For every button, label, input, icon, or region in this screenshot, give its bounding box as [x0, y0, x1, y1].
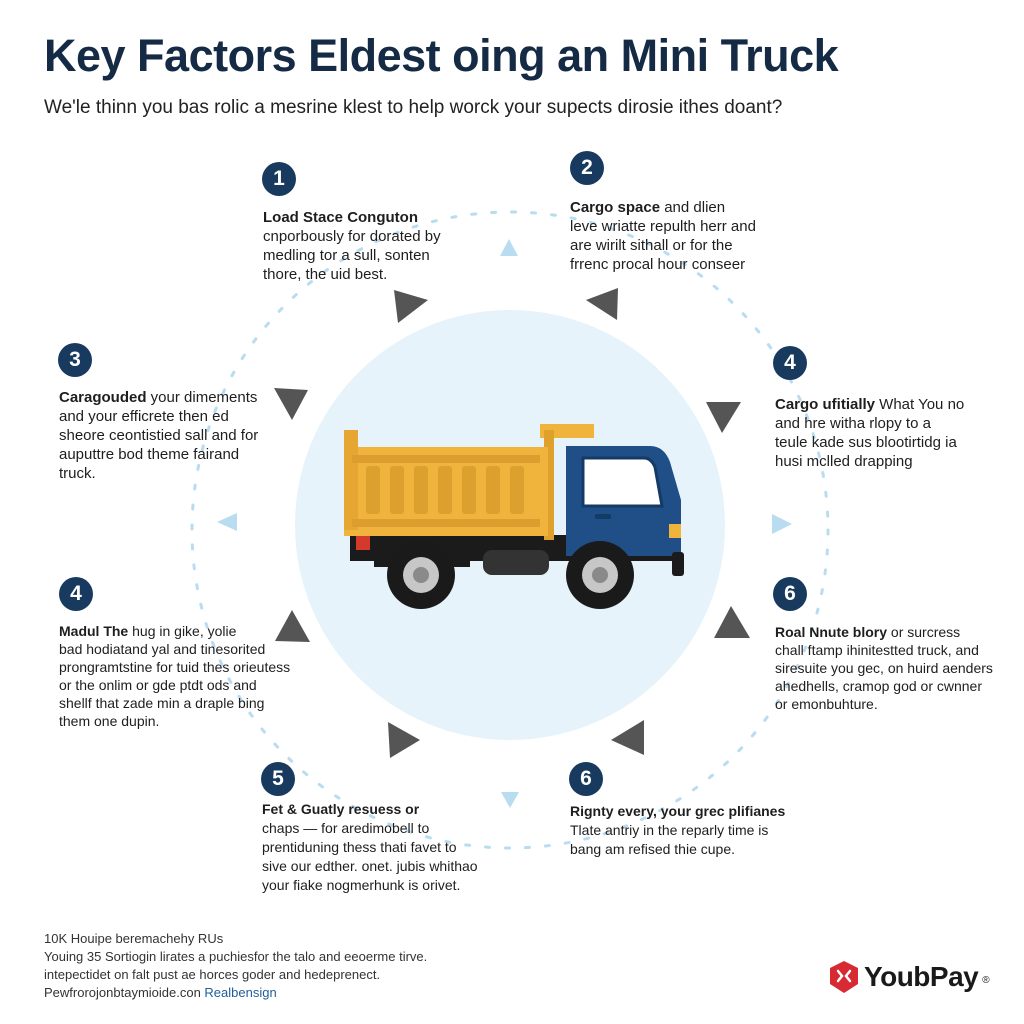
factor-text-5: Madul The hug in gike, yolie bad hodiata…	[59, 623, 291, 729]
arrow-dark-left-upper	[274, 388, 308, 420]
arrow-light-left	[217, 513, 237, 531]
factor-heading: Cargo ufitially	[775, 396, 876, 413]
factor-number-badge: 1	[262, 162, 296, 196]
factor-number-badge: 6	[569, 762, 603, 796]
page-title: Key Factors Eldest oing an Mini Truck	[44, 30, 839, 81]
factor-text-1: Load Stace Conguton cnporbously for dora…	[263, 209, 441, 283]
factor-heading: Madul The	[59, 623, 129, 639]
orbit-ring	[190, 210, 830, 850]
arrow-dark-bottom-right	[611, 720, 644, 755]
factor-number-badge: 6	[773, 577, 807, 611]
factor-text-4: Cargo ufitially What You no and hre with…	[775, 396, 965, 470]
factor-text-2: Cargo space and dlien leve wriatte repul…	[570, 199, 756, 273]
arrow-dark-right-upper	[706, 402, 741, 433]
factor-number-badge: 3	[58, 343, 92, 377]
footer-link[interactable]: Realbensign	[204, 985, 277, 1000]
arrow-dark-right-lower	[714, 606, 750, 638]
arrow-light-bottom	[501, 792, 519, 808]
factor-number-badge: 5	[261, 762, 295, 796]
brand-logo: YoubPay ®	[828, 960, 990, 994]
footer-notes: 10K Houipe beremachehy RUs Youing 35 Sor…	[44, 931, 428, 1000]
factor-number-badge: 4	[59, 577, 93, 611]
factor-heading: Caragouded	[59, 389, 147, 406]
factor-number-badge: 2	[570, 151, 604, 185]
arrow-dark-left-lower	[275, 610, 310, 642]
factor-text-7: Fet & Guatly resuess or chaps — for ared…	[262, 801, 478, 893]
factor-text-3: Caragouded your dimements and your effic…	[59, 389, 259, 482]
page-subtitle: We'le thinn you bas rolic a mesrine kles…	[44, 97, 783, 118]
arrow-light-right	[772, 514, 792, 534]
truck-window	[581, 456, 664, 508]
factor-heading: Fet & Guatly resuess or	[262, 801, 420, 817]
factor-number-badge: 4	[773, 346, 807, 380]
factor-text-8: Rignty every, your grec plifianes Tlate …	[570, 803, 786, 857]
arrow-dark-bottom-left	[388, 722, 420, 758]
brand-trademark: ®	[982, 975, 990, 986]
factor-heading: Roal Nnute blory	[775, 624, 888, 640]
factor-heading: Rignty every, your grec plifianes	[570, 803, 786, 819]
factor-text-6: Roal Nnute blory or surcress chall ftamp…	[775, 624, 993, 712]
factor-heading: Cargo space	[570, 199, 661, 216]
factor-heading: Load Stace Conguton	[263, 209, 418, 226]
truck-tail-light	[356, 536, 370, 550]
shield-logo-icon	[830, 961, 858, 993]
arrow-dark-top-right	[586, 288, 618, 320]
arrow-light-top	[500, 239, 518, 256]
arrow-dark-top-left	[394, 290, 428, 323]
mini-truck-illustration	[344, 424, 684, 609]
brand-name: YoubPay	[864, 961, 979, 992]
